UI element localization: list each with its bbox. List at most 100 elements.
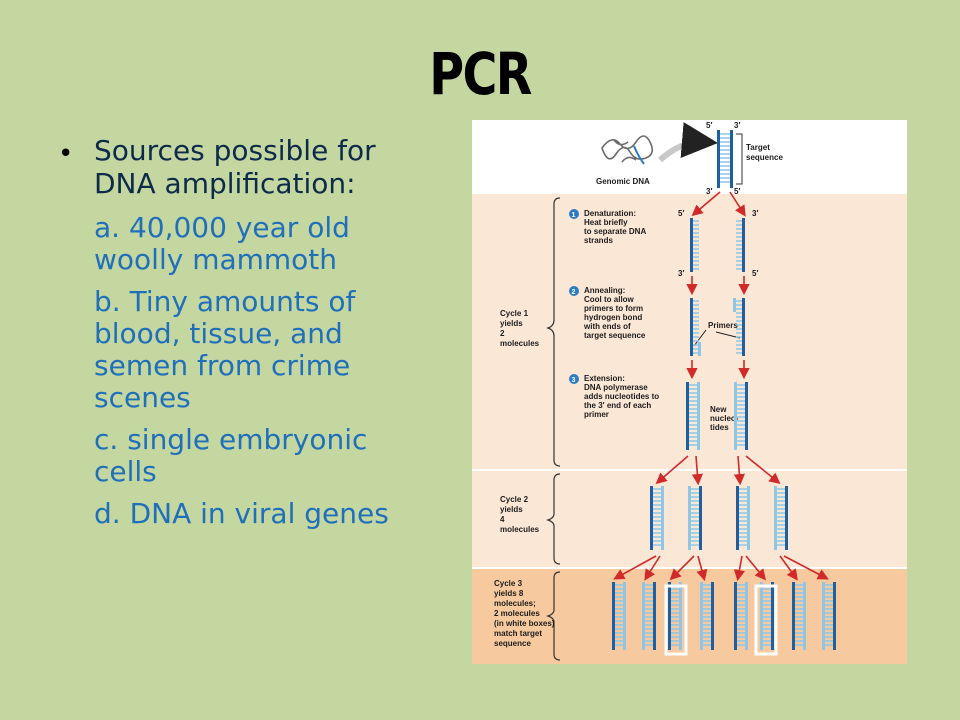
separated-strand <box>736 218 745 272</box>
cycle1-label: Cycle 1 yields 2 molecules <box>500 309 540 348</box>
end-label: 5′ <box>706 121 712 130</box>
svg-text:molecules;: molecules; <box>494 599 536 608</box>
process-arrow <box>691 455 703 486</box>
primers-label: Primers <box>708 321 738 330</box>
svg-text:Cycle 3: Cycle 3 <box>494 579 523 588</box>
process-arrows <box>613 191 829 582</box>
separated-strand <box>690 218 699 272</box>
svg-text:adds nucleotides to: adds nucleotides to <box>584 392 659 401</box>
end-label: 3′ <box>706 187 712 196</box>
cycle2-label: Cycle 2 yields 4 molecules <box>500 495 540 534</box>
svg-text:strands: strands <box>584 236 613 245</box>
dna-molecule <box>686 382 700 450</box>
svg-text:primer: primer <box>584 410 609 419</box>
target-match-box <box>754 584 778 656</box>
process-arrow <box>655 455 689 485</box>
svg-text:Extension:: Extension: <box>584 374 625 383</box>
genomic-dna-icon <box>601 135 654 163</box>
end-label: 5′ <box>678 209 684 218</box>
target-match-box <box>664 584 688 656</box>
end-label: 5′ <box>752 269 758 278</box>
target-dna-molecule <box>717 130 733 188</box>
process-arrow <box>696 555 708 582</box>
svg-text:molecules: molecules <box>500 339 540 348</box>
panel-top <box>472 120 907 194</box>
svg-text:target sequence: target sequence <box>584 331 646 340</box>
dna-molecule <box>792 582 806 650</box>
svg-text:Cycle 1: Cycle 1 <box>500 309 529 318</box>
cycle2-brace <box>546 473 561 565</box>
process-arrow <box>783 555 829 580</box>
svg-text:2: 2 <box>500 329 505 338</box>
dna-molecule <box>822 582 836 650</box>
dna-molecule <box>774 486 788 550</box>
svg-text:primers to form: primers to form <box>584 304 643 313</box>
dna-molecule <box>736 486 750 550</box>
annealed-strand <box>690 298 699 356</box>
process-arrow <box>745 455 781 485</box>
process-arrow <box>733 555 745 582</box>
sub-item-d: d. DNA in viral genes <box>94 497 389 530</box>
svg-text:yields: yields <box>500 505 523 514</box>
dna-to-target-arrow <box>657 122 718 163</box>
svg-text:with ends of: with ends of <box>583 322 631 331</box>
sub-items: a. 40,000 year old woolly mammoth b. Tin… <box>58 212 438 530</box>
dna-molecule <box>734 382 748 450</box>
step-extension: 3 Extension: DNA polymerase adds nucleot… <box>569 374 659 419</box>
svg-text:(in white boxes): (in white boxes) <box>494 619 555 628</box>
svg-text:tides: tides <box>710 423 729 432</box>
dna-molecule <box>650 486 664 550</box>
sub-item-b: b. Tiny amounts of blood, tissue, and se… <box>94 285 356 414</box>
bullet-text: Sources possible for DNA amplification: <box>94 134 376 200</box>
dna-molecule <box>668 582 682 650</box>
svg-text:yields 8: yields 8 <box>494 589 524 598</box>
svg-text:Cool to allow: Cool to allow <box>584 295 635 304</box>
cycle3-brace <box>546 571 561 661</box>
svg-text:3: 3 <box>572 377 576 384</box>
dna-molecule <box>688 486 702 550</box>
step-annealing: 2 Annealing: Cool to allow primers to fo… <box>569 286 646 340</box>
slide-content: • Sources possible for DNA amplification… <box>58 134 438 540</box>
primer <box>698 342 701 356</box>
svg-text:Cycle 2: Cycle 2 <box>500 495 529 504</box>
annealed-strand <box>736 298 745 356</box>
target-sequence-label: Target <box>746 143 770 152</box>
dna-strands <box>612 218 836 650</box>
svg-text:molecules: molecules <box>500 525 540 534</box>
panel-cycle1 <box>472 194 907 470</box>
svg-text:nucleo-: nucleo- <box>710 414 739 423</box>
primer <box>733 298 736 312</box>
bullet-icon: • <box>58 139 74 169</box>
genomic-dna-label: Genomic DNA <box>596 177 650 186</box>
process-arrow <box>729 191 746 217</box>
process-arrow <box>613 555 657 580</box>
process-arrow <box>745 555 767 581</box>
end-label: 3′ <box>734 121 740 130</box>
target-sequence-label: sequence <box>746 153 783 162</box>
svg-text:match target: match target <box>494 629 542 638</box>
process-arrow <box>691 191 721 217</box>
svg-text:New: New <box>710 405 727 414</box>
dna-molecule <box>734 582 748 650</box>
svg-text:sequence: sequence <box>494 639 531 648</box>
sub-item-a: a. 40,000 year old woolly mammoth <box>94 211 350 276</box>
svg-text:yields: yields <box>500 319 523 328</box>
svg-text:Heat briefly: Heat briefly <box>584 218 628 227</box>
slide-title: PCR <box>429 40 532 108</box>
svg-text:the 3′ end of each: the 3′ end of each <box>584 401 651 410</box>
cycle3-label: Cycle 3 yields 8 molecules; 2 molecules … <box>494 579 555 648</box>
svg-text:Denaturation:: Denaturation: <box>584 209 636 218</box>
end-label: 3′ <box>752 209 758 218</box>
dna-molecule <box>700 582 714 650</box>
svg-text:to separate DNA: to separate DNA <box>584 227 646 236</box>
svg-text:2: 2 <box>572 289 576 296</box>
svg-text:hydrogen bond: hydrogen bond <box>584 313 642 322</box>
dna-molecule <box>612 582 626 650</box>
new-nucleotides-label: New nucleo- tides <box>710 405 739 432</box>
sub-item-c: c. single embryonic cells <box>94 423 368 488</box>
process-arrow <box>733 455 745 486</box>
svg-text:DNA polymerase: DNA polymerase <box>584 383 648 392</box>
svg-text:1: 1 <box>572 212 576 219</box>
process-arrow <box>669 555 695 581</box>
